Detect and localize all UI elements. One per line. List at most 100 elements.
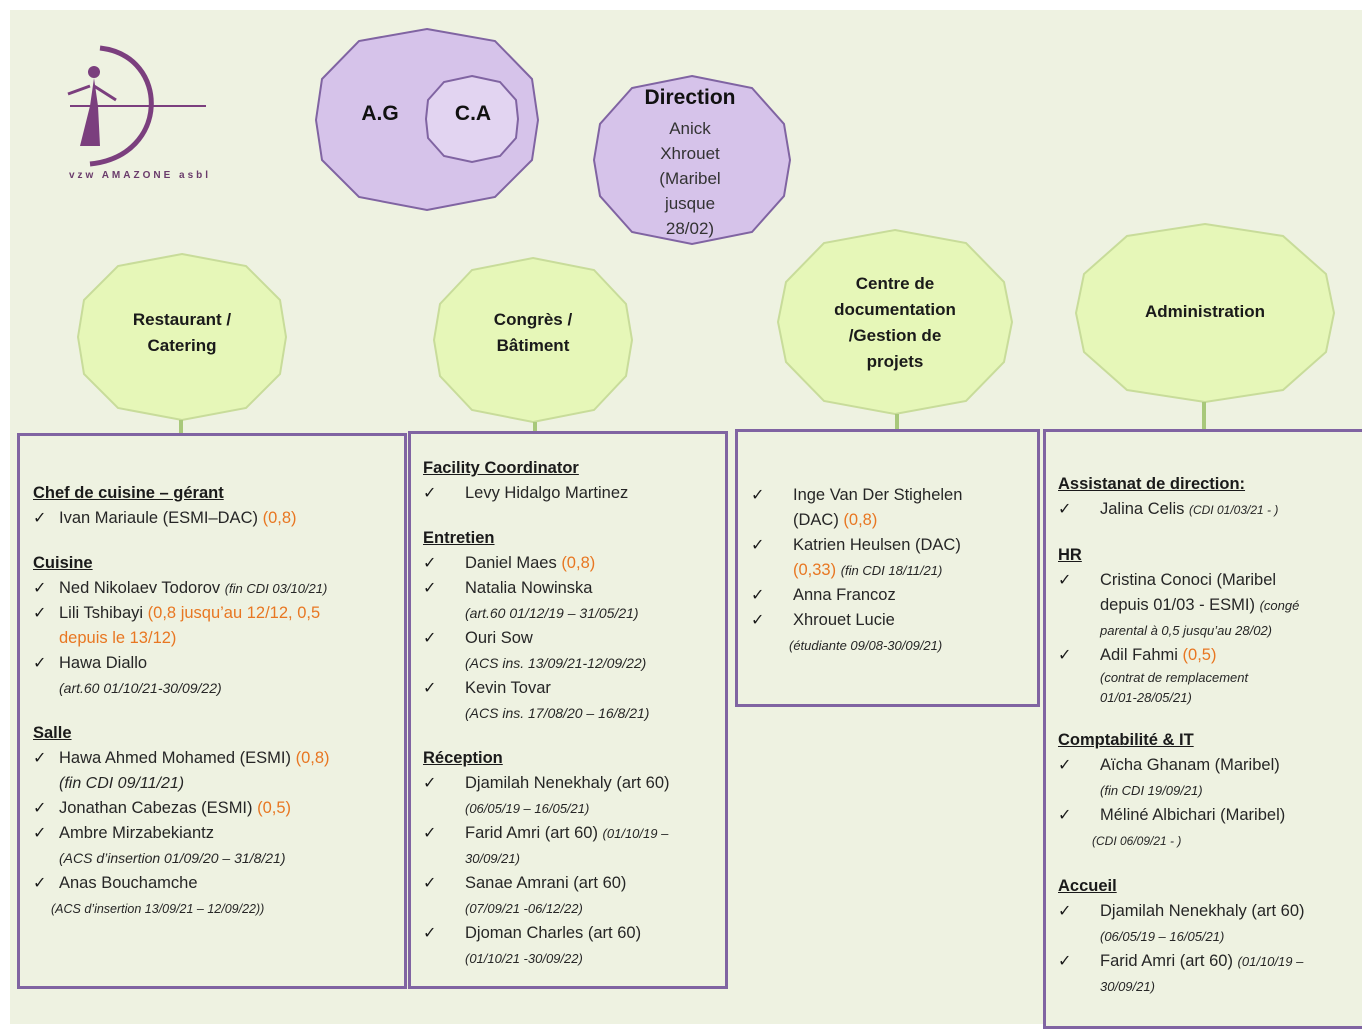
ca-shape: [424, 74, 520, 164]
fte-value: depuis le 13/12): [59, 629, 177, 647]
list-item: ✓ Ambre Mirzabekiantz (ACS d’insertion 0…: [33, 821, 403, 871]
list-item: ✓ Kevin Tovar (ACS ins. 17/08/20 – 16/8/…: [423, 676, 723, 726]
direction-body: Anick Xhrouet (Maribel jusque 28/02): [610, 116, 770, 241]
contract-note: (fin CDI 19/09/21): [1100, 783, 1203, 798]
contract-note: (06/05/19 – 16/05/21): [465, 801, 590, 816]
person-name: Aïcha Ghanam (Maribel): [1100, 756, 1280, 774]
contract-note: (fin CDI 03/10/21): [224, 581, 328, 596]
check-icon: ✓: [33, 655, 47, 672]
person-name: Adil Fahmi: [1100, 646, 1178, 664]
person-name: Cristina Conoci (Maribel: [1100, 571, 1277, 589]
person-name: Natalia Nowinska: [465, 579, 593, 597]
check-icon: ✓: [1058, 807, 1072, 824]
direction-line: Anick: [669, 119, 711, 138]
person-name: Méliné Albichari (Maribel): [1100, 806, 1286, 824]
person-name: Ambre Mirzabekiantz: [59, 824, 214, 842]
list-item: ✓ Hawa Ahmed Mohamed (ESMI) (0,8) (fin C…: [33, 746, 403, 796]
logo-text: vzw AMAZONE asbl: [68, 170, 212, 181]
fte-value: (0,5): [1182, 646, 1217, 664]
person-name: Sanae Amrani (art 60): [465, 874, 627, 892]
check-icon: ✓: [33, 825, 47, 842]
list-item: ✓ Djamilah Nenekhaly (art 60) (06/05/19 …: [423, 771, 723, 821]
person-name: depuis 01/03 - ESMI): [1100, 596, 1255, 614]
dept-label-line: Administration: [1145, 302, 1265, 321]
check-icon: ✓: [1058, 757, 1072, 774]
dept-label-line: Centre de: [855, 274, 935, 293]
list-item: ✓ Ned Nikolaev Todorov (fin CDI 03/10/21…: [33, 576, 403, 601]
contract-note-line: 01/01-28/05/21): [1100, 690, 1192, 705]
contract-note: (contrat de remplacement 01/01-28/05/21): [1100, 668, 1358, 708]
check-icon: ✓: [423, 925, 437, 942]
direction-line: jusque: [664, 194, 716, 213]
dept-congres-label: Congrès / Bâtiment: [442, 300, 624, 366]
fte-value: (0,8): [561, 554, 596, 572]
check-icon: ✓: [1058, 953, 1072, 970]
check-icon: ✓: [1058, 572, 1072, 589]
contract-note: (fin CDI 18/11/21): [840, 563, 943, 578]
section-title: Comptabilité & IT: [1058, 731, 1194, 749]
person-name: Katrien Heulsen (DAC): [793, 536, 961, 554]
person-name: Anas Bouchamche: [59, 874, 198, 892]
list-item: ✓ Sanae Amrani (art 60) (07/09/21 -06/12…: [423, 871, 723, 921]
person-name: Ned Nikolaev Todorov: [59, 579, 221, 597]
centre-box: [735, 429, 1040, 707]
check-icon: ✓: [751, 537, 765, 554]
contract-note: (CDI 01/03/21 - ): [1188, 503, 1279, 517]
contract-note: 30/09/21): [465, 851, 520, 866]
contract-note: (art.60 01/12/19 – 31/05/21): [465, 605, 639, 621]
person-name: Jalina Celis: [1100, 500, 1185, 518]
fte-value: (0,8): [295, 749, 330, 767]
check-icon: ✓: [33, 580, 47, 597]
list-item: ✓ Méliné Albichari (Maribel) (CDI 06/09/…: [1058, 803, 1358, 854]
check-icon: ✓: [423, 825, 437, 842]
person-name: (DAC): [793, 511, 839, 529]
list-item: ✓ Ouri Sow (ACS ins. 13/09/21-12/09/22): [423, 626, 723, 676]
section-title: Chef de cuisine – gérant: [33, 484, 224, 502]
check-icon: ✓: [33, 605, 47, 622]
dept-label-line: /Gestion de: [848, 326, 942, 345]
fte-value: (0,33): [793, 561, 837, 579]
dept-label-line: Catering: [147, 336, 217, 355]
admin-list: Assistanat de direction: ✓ Jalina Celis …: [1058, 472, 1358, 999]
dept-label-line: Restaurant /: [132, 310, 232, 329]
dept-centre-label: Centre de documentation /Gestion de proj…: [790, 268, 1000, 378]
person-name: Kevin Tovar: [465, 679, 551, 697]
dept-admin-label: Administration: [1090, 296, 1320, 328]
direction-shape: [592, 74, 792, 246]
check-icon: ✓: [423, 680, 437, 697]
list-item: ✓ Cristina Conoci (Maribel depuis 01/03 …: [1058, 568, 1358, 643]
list-item: ✓ Natalia Nowinska (art.60 01/12/19 – 31…: [423, 576, 723, 626]
dept-label-line: Bâtiment: [496, 336, 570, 355]
check-icon: ✓: [33, 510, 47, 527]
check-icon: ✓: [751, 587, 765, 604]
person-name: Lili Tshibayi: [59, 604, 144, 622]
check-icon: ✓: [423, 555, 437, 572]
direction-line: Xhrouet: [660, 144, 720, 163]
admin-box: [1043, 429, 1362, 1029]
list-item: ✓ Ivan Mariaule (ESMI–DAC) (0,8): [33, 506, 403, 531]
check-icon: ✓: [423, 630, 437, 647]
section-title: HR: [1058, 546, 1082, 564]
person-name: Ouri Sow: [465, 629, 533, 647]
list-item: ✓ Adil Fahmi (0,5) (contrat de remplacem…: [1058, 643, 1358, 708]
check-icon: ✓: [33, 875, 47, 892]
section-title: Facility Coordinator: [423, 459, 579, 477]
person-name: Djoman Charles (art 60): [465, 924, 642, 942]
congres-list: Facility Coordinator ✓ Levy Hidalgo Mart…: [423, 456, 723, 971]
contract-note: (01/10/19 –: [602, 826, 669, 841]
person-name: Hawa Ahmed Mohamed (ESMI): [59, 749, 292, 767]
contract-note: (01/10/19 –: [1237, 954, 1304, 969]
congres-box: [408, 431, 728, 989]
list-item: ✓ Hawa Diallo (art.60 01/10/21-30/09/22): [33, 651, 403, 701]
list-item: ✓ Djamilah Nenekhaly (art 60) (06/05/19 …: [1058, 899, 1358, 949]
contract-note: (ACS ins. 13/09/21-12/09/22): [465, 655, 647, 671]
centre-connector: [895, 414, 899, 432]
section-title: Assistanat de direction:: [1058, 475, 1246, 493]
list-item: ✓ Levy Hidalgo Martinez: [423, 481, 723, 506]
person-name: Djamilah Nenekhaly (art 60): [465, 774, 670, 792]
check-icon: ✓: [33, 750, 47, 767]
check-icon: ✓: [751, 612, 765, 629]
list-item: ✓ Farid Amri (art 60) (01/10/19 – 30/09/…: [1058, 949, 1358, 999]
direction-line: (Maribel: [659, 169, 721, 188]
congres-connector: [533, 422, 537, 434]
